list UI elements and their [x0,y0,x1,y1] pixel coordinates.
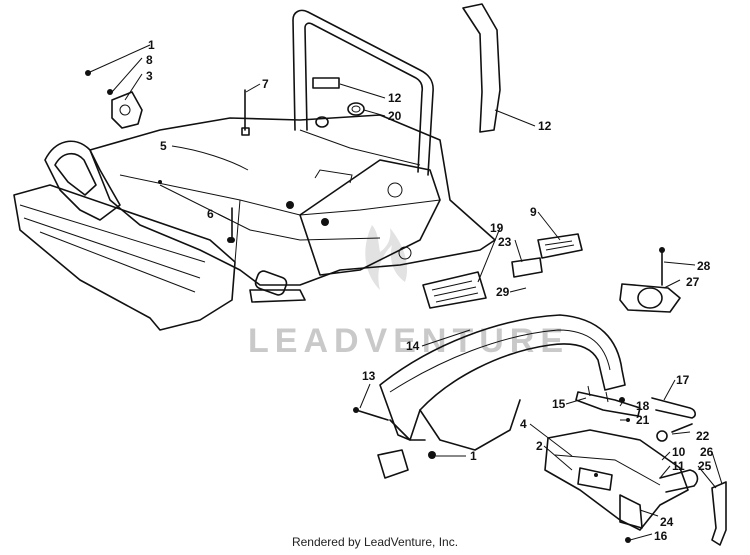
switch-assembly [85,70,143,129]
decal-set [422,233,583,309]
callout-9: 9 [530,205,537,219]
callout-6: 6 [207,207,214,221]
callout-16: 16 [654,529,668,543]
roll-bar-pad-12 [462,3,501,133]
callout-1-top: 1 [148,38,155,52]
callout-23: 23 [498,235,512,249]
callout-13: 13 [362,369,376,383]
callout-7: 7 [262,77,269,91]
module-27 [619,247,681,313]
bolt-7 [241,89,250,136]
callout-15: 15 [552,397,566,411]
roll-bar-pads [312,77,365,128]
callout-17: 17 [676,373,690,387]
chassis-frame [13,9,496,331]
callout-18: 18 [636,399,650,413]
leader-lines [89,44,723,541]
callout-8: 8 [146,53,153,67]
credit-text: Rendered by LeadVenture, Inc. [291,535,459,549]
callout-27: 27 [686,275,700,289]
callout-5: 5 [160,139,167,153]
callout-25: 25 [698,459,712,473]
bolt-13 [353,407,389,421]
callout-10: 10 [672,445,686,459]
handle-17 [651,397,696,419]
callout-1-bottom: 1 [470,449,477,463]
callout-22: 22 [696,429,710,443]
callout-3: 3 [146,69,153,83]
bracket-15 [575,385,641,422]
callout-12-pad: 12 [538,119,552,133]
callout-19: 19 [490,221,504,235]
lower-housing [544,423,699,543]
lever-25 [711,481,727,546]
callout-28: 28 [697,259,711,273]
callout-12-grommet: 12 [388,91,402,105]
callout-labels: 1 8 3 7 12 20 12 5 6 9 19 23 29 28 27 14… [146,38,714,543]
bolt-6 [229,207,235,243]
callout-2: 2 [536,439,543,453]
callout-14: 14 [406,339,420,353]
callout-26: 26 [700,445,714,459]
rear-fender-14 [379,314,626,451]
callout-21: 21 [636,413,650,427]
callout-11: 11 [672,459,685,473]
callout-29: 29 [496,285,510,299]
callout-4: 4 [520,417,527,431]
callout-20: 20 [388,109,402,123]
callout-24: 24 [660,515,674,529]
fender-bracket [377,449,436,479]
